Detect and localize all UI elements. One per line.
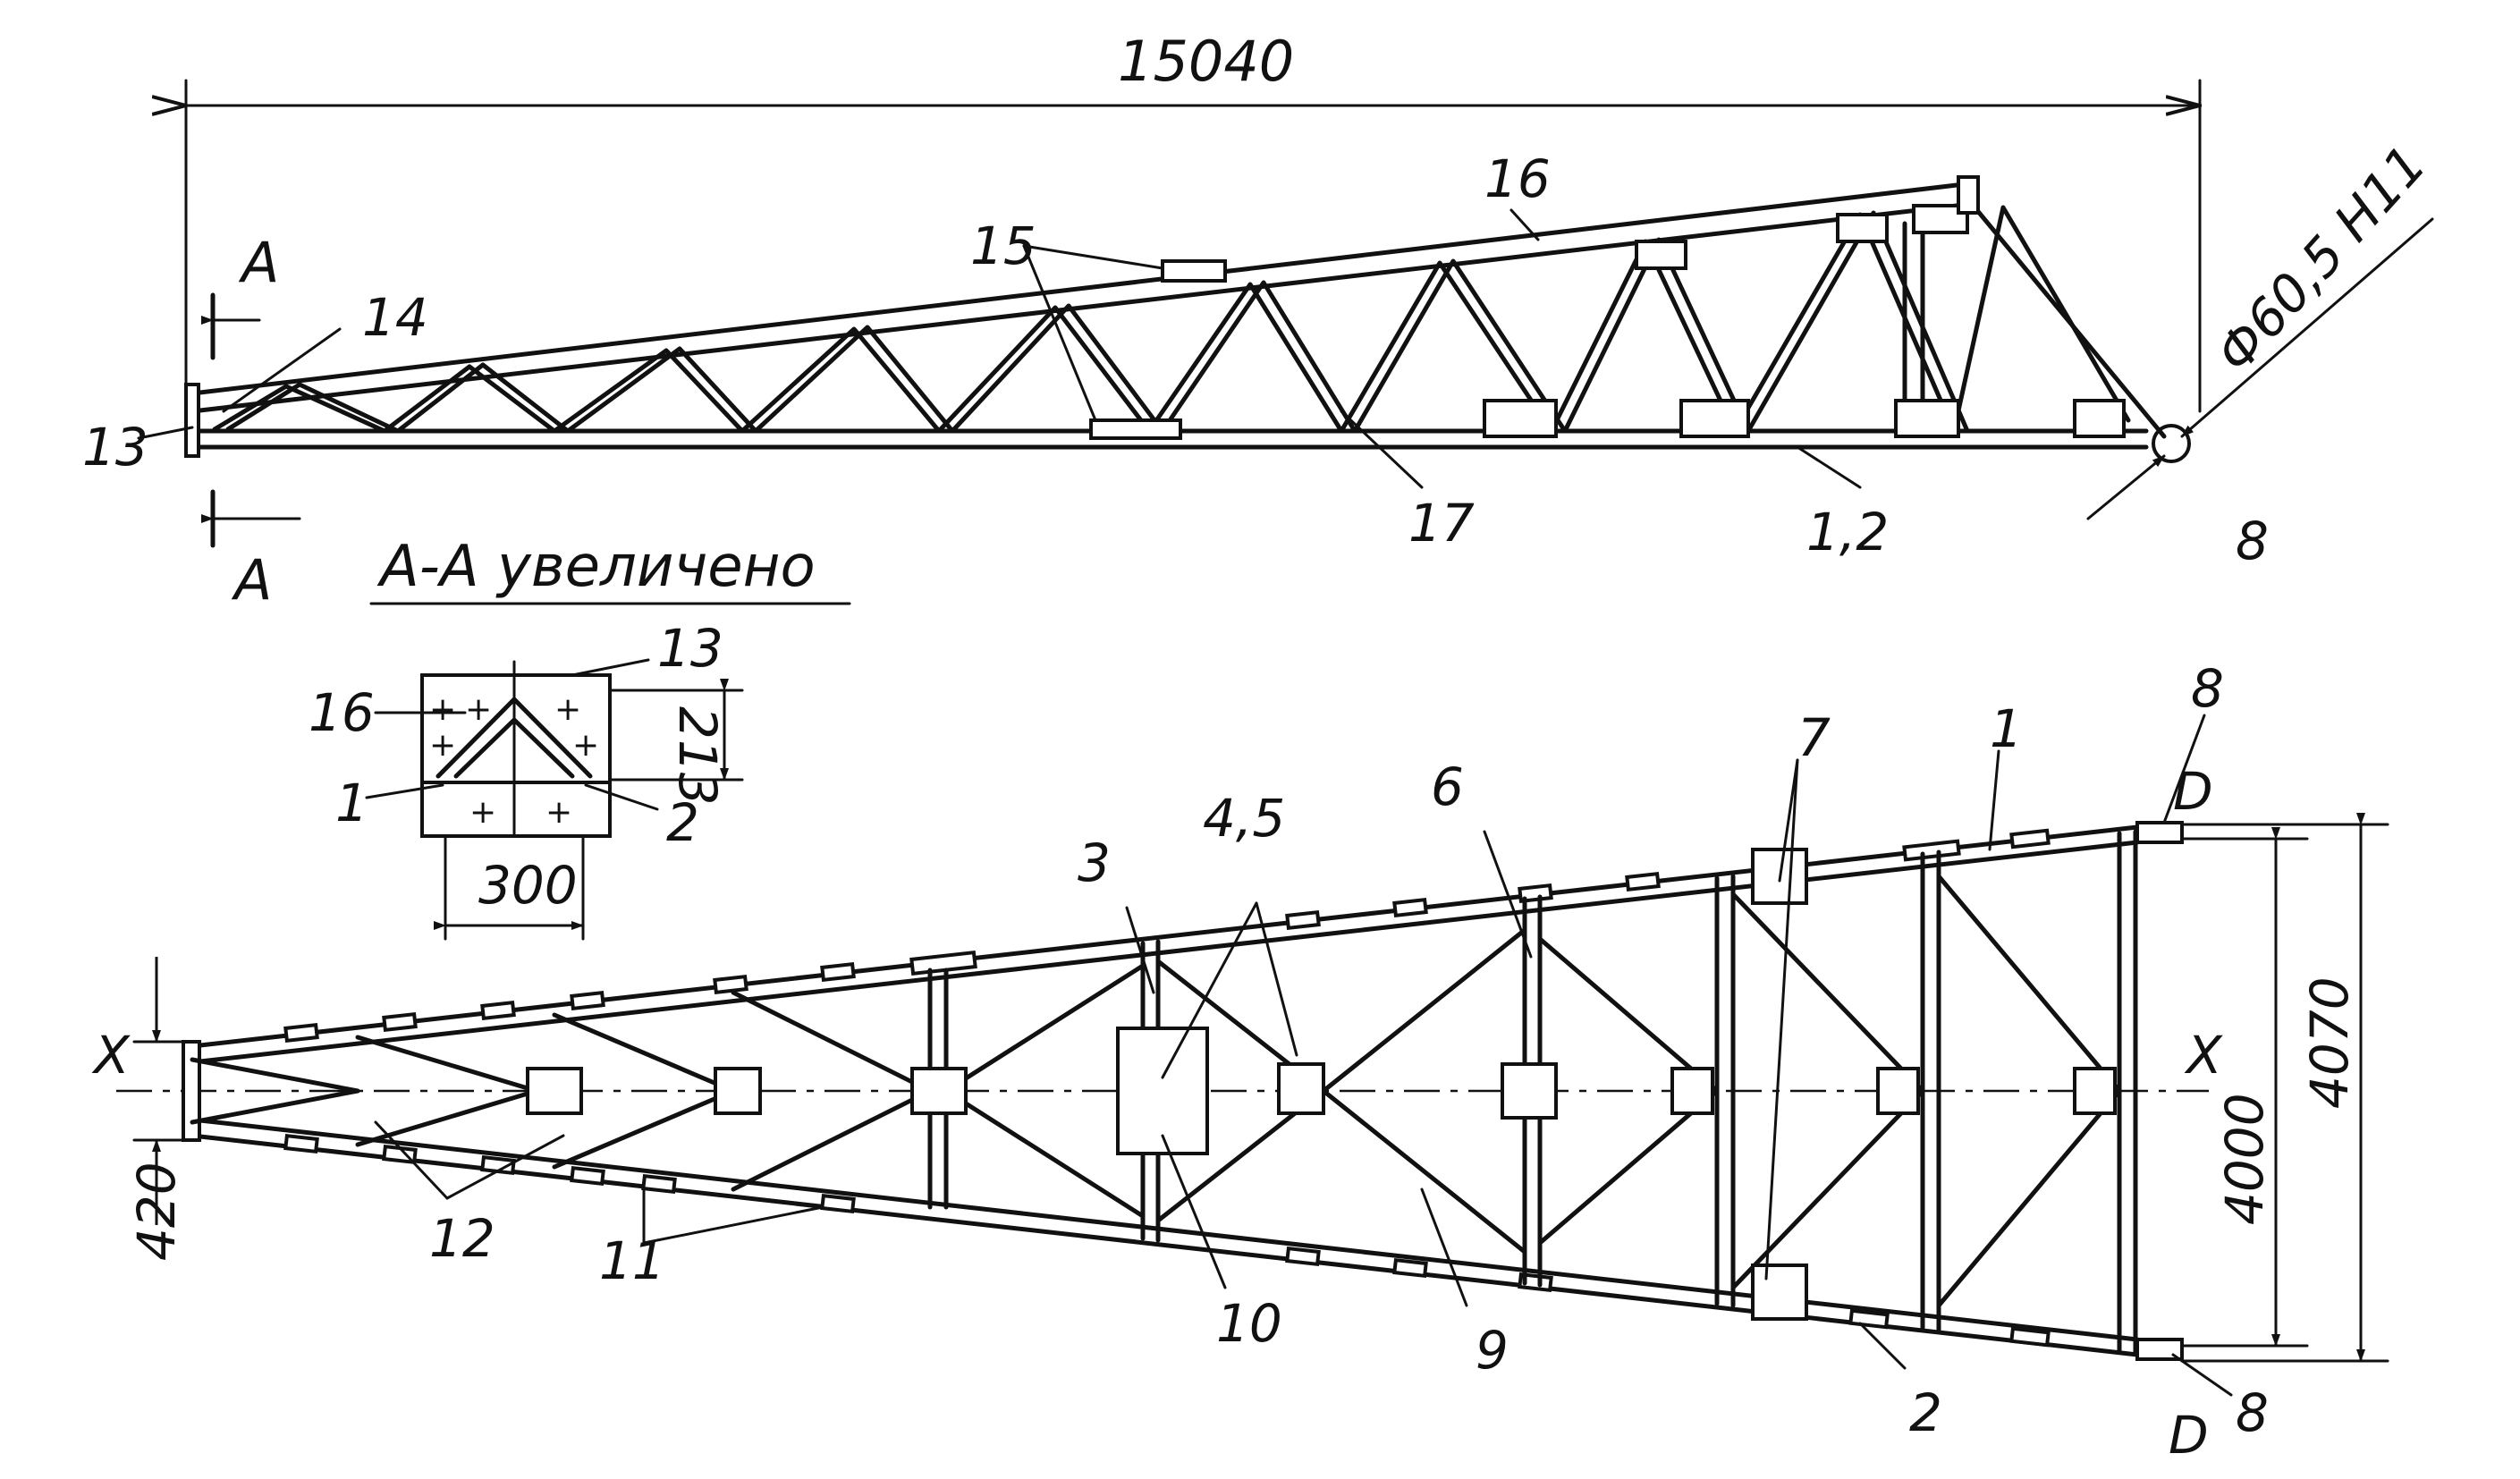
plan-callout-7: 7 xyxy=(1797,707,1831,768)
plan-node-plates xyxy=(526,821,2184,1361)
plan-lower-chord-outer xyxy=(190,1133,2140,1357)
plan-callout-8-top: 8 xyxy=(2191,658,2224,719)
callout-8-side: 8 xyxy=(2236,511,2269,571)
width-4070-label: 4070 xyxy=(2299,976,2360,1109)
pin-leader-lower xyxy=(2086,454,2166,520)
plan-upper-chord-outer xyxy=(190,824,2140,1049)
section-triangle xyxy=(436,697,593,779)
callout-17: 17 xyxy=(1408,493,1475,554)
section-callout-13: 13 xyxy=(657,618,723,679)
width-4000-label: 4000 xyxy=(2214,1093,2275,1225)
section-height-label: 213 xyxy=(667,706,728,806)
pin-diameter-label: Ф60,5 H11 xyxy=(2204,134,2438,385)
plan-callout-3: 3 xyxy=(1078,832,1111,893)
side-elevation-view: 15040 A A xyxy=(82,29,2438,613)
gusset-plate xyxy=(1894,399,1960,438)
root-end-plate xyxy=(184,383,200,458)
gusset-plate xyxy=(1089,418,1182,440)
pin-leader-upper xyxy=(2180,217,2434,438)
plan-lower-chord-inner xyxy=(190,1117,2140,1342)
plan-root-plate xyxy=(182,1040,201,1142)
svg-text:+: + xyxy=(572,727,599,764)
section-bolts: + + + + + + + xyxy=(429,691,599,831)
callout-13: 13 xyxy=(82,417,148,478)
point-d-top: D xyxy=(2173,761,2213,822)
plan-callout-10: 10 xyxy=(1216,1293,1282,1354)
axis-label-right: X xyxy=(2184,1025,2223,1086)
gusset-plate xyxy=(1635,240,1687,270)
plan-callout-2: 2 xyxy=(1909,1382,1942,1443)
plan-callout-12: 12 xyxy=(429,1208,495,1269)
head-fitting xyxy=(1957,175,1980,215)
overall-length-label: 15040 xyxy=(1118,29,1294,94)
gusset-plate xyxy=(1161,259,1227,283)
top-chord-upper xyxy=(190,181,1975,396)
callout-1-2: 1,2 xyxy=(1806,502,1889,562)
side-width-label: 420 xyxy=(126,1162,187,1261)
callout-15: 15 xyxy=(970,216,1036,276)
plan-callout-4-5: 4,5 xyxy=(1203,788,1285,849)
svg-text:+: + xyxy=(545,794,572,831)
section-callout-1: 1 xyxy=(335,773,368,833)
section-callout-2: 2 xyxy=(666,792,699,853)
gusset-plate xyxy=(2073,399,2126,438)
plan-callout-11: 11 xyxy=(599,1230,665,1291)
plan-callout-8-bottom: 8 xyxy=(2236,1382,2269,1443)
svg-text:+: + xyxy=(429,727,456,764)
callout-16: 16 xyxy=(1484,148,1551,209)
gusset-plate xyxy=(1836,213,1889,243)
svg-text:+: + xyxy=(469,794,496,831)
section-plate-bottom xyxy=(420,781,612,838)
plan-upper-chord-inner xyxy=(190,840,2140,1065)
svg-text:+: + xyxy=(554,691,581,728)
gusset-plate xyxy=(1483,399,1558,438)
top-chord-lower xyxy=(190,201,1975,414)
point-d-bottom: D xyxy=(2169,1405,2209,1466)
plan-diagonal-bracing xyxy=(190,874,2122,1308)
plan-callout-1: 1 xyxy=(1990,698,2023,759)
svg-text:+: + xyxy=(429,691,456,728)
plan-view: X X xyxy=(91,658,2389,1466)
section-mark-top: A xyxy=(238,230,279,295)
svg-text:+: + xyxy=(465,691,492,728)
plan-callout-9: 9 xyxy=(1476,1320,1509,1381)
gusset-plate xyxy=(1679,399,1750,438)
section-title: A-A увеличено xyxy=(376,534,816,600)
section-callout-16: 16 xyxy=(309,682,375,743)
callout-14: 14 xyxy=(362,287,428,348)
section-a-a-view: + + + + + + + 213 300 16 13 1 2 xyxy=(309,618,744,941)
gusset-plate xyxy=(1912,204,1969,234)
section-width-label: 300 xyxy=(478,855,578,916)
plan-callout-6: 6 xyxy=(1431,756,1464,817)
axis-label-left: X xyxy=(91,1025,131,1086)
section-mark-bottom: A xyxy=(231,547,272,613)
